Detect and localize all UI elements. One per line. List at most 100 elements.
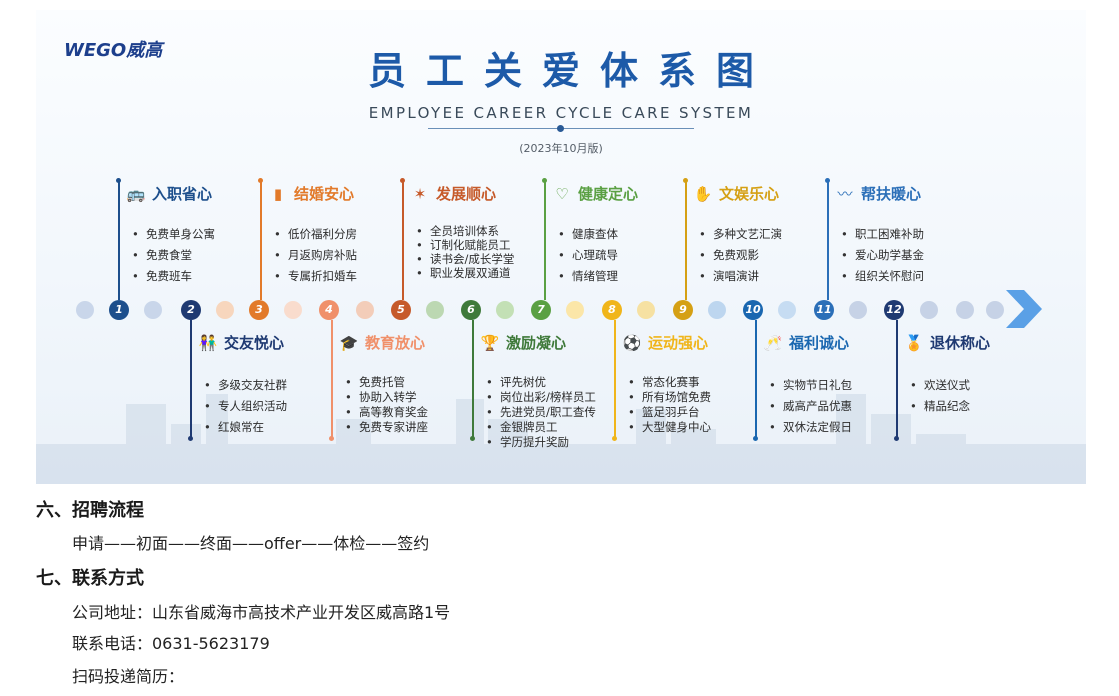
timeline-node-7: 7 — [531, 300, 551, 320]
stage-heading: 🥂 福利诚心 — [763, 332, 849, 353]
benefit-item: 大型健身中心 — [628, 420, 711, 435]
connector-line — [118, 182, 120, 300]
benefit-item: 威高产品优惠 — [769, 396, 852, 417]
benefit-item: 职工困难补助 — [841, 224, 924, 245]
stage-heading: ✋ 文娱乐心 — [693, 183, 779, 204]
benefit-item: 情绪管理 — [558, 266, 618, 287]
stage-label: 结婚安心 — [294, 185, 355, 203]
timeline-node-1: 1 — [109, 300, 129, 320]
connector-line — [331, 320, 333, 438]
benefit-item: 常态化赛事 — [628, 375, 711, 390]
connector-line — [190, 320, 192, 438]
stage-label: 发展顺心 — [436, 185, 497, 203]
bar-chart-icon: ▮ — [273, 184, 283, 203]
timeline-dot — [778, 301, 796, 319]
benefit-item: 岗位出彩/榜样员工 — [486, 390, 596, 405]
section6-heading: 六、招聘流程 — [36, 500, 144, 521]
connector-line — [260, 182, 262, 300]
timeline-dot — [216, 301, 234, 319]
benefit-item: 实物节日礼包 — [769, 375, 852, 396]
wego-logo: WEGO威高 — [64, 40, 163, 61]
timeline-dot — [986, 301, 1004, 319]
benefit-item: 红娘常在 — [204, 417, 287, 438]
stage-label: 健康定心 — [578, 185, 639, 203]
connector-line — [402, 182, 404, 300]
poster-version: (2023年10月版) — [519, 142, 603, 155]
connector-dot — [329, 436, 334, 441]
benefit-item: 爱心助学基金 — [841, 245, 924, 266]
stage-benefits: 免费托管协助入转学高等教育奖金免费专家讲座 — [345, 375, 428, 435]
timeline-dot — [76, 301, 94, 319]
timeline-dot — [920, 301, 938, 319]
connector-line — [544, 182, 546, 300]
timeline-dot — [849, 301, 867, 319]
stage-label: 福利诚心 — [789, 334, 850, 352]
stage-benefits: 免费单身公寓免费食堂免费班车 — [132, 224, 215, 287]
stage-heading: 👫交友悦心 — [198, 332, 284, 353]
connector-dot — [612, 436, 617, 441]
medal-icon: 🏅 — [904, 333, 924, 352]
stage-benefits: 全员培训体系订制化赋能员工读书会/成长学堂职业发展双通道 — [416, 224, 514, 280]
stage-heading: 🏆激励凝心 — [480, 332, 566, 353]
timeline-node-11: 11 — [814, 300, 834, 320]
stage-benefits: 健康查体心理疏导情绪管理 — [558, 224, 618, 287]
benefit-item: 专人组织活动 — [204, 396, 287, 417]
stage-benefits: 常态化赛事所有场馆免费篮足羽乒台大型健身中心 — [628, 375, 711, 435]
connector-line — [614, 320, 616, 438]
timeline-node-9: 9 — [673, 300, 693, 320]
benefit-item: 免费食堂 — [132, 245, 215, 266]
connector-line — [755, 320, 757, 438]
benefit-item: 健康查体 — [558, 224, 618, 245]
connector-dot — [683, 178, 688, 183]
timeline-node-12: 12 — [884, 300, 904, 320]
cheers-icon: 🥂 — [763, 333, 783, 352]
contact-phone: 联系电话：0631-5623179 — [72, 634, 270, 653]
connector-line — [685, 182, 687, 300]
timeline-node-5: 5 — [391, 300, 411, 320]
stage-label: 教育放心 — [365, 334, 426, 352]
stage-heading: ♡健康定心 — [552, 183, 638, 204]
connector-dot — [825, 178, 830, 183]
poster-subtitle: EMPLOYEE CAREER CYCLE CARE SYSTEM — [368, 104, 754, 122]
company-address: 公司地址：山东省威海市高技术产业开发区威高路1号 — [72, 603, 451, 622]
timeline-dot — [708, 301, 726, 319]
sports-balls-icon: ⚽ — [622, 333, 642, 352]
benefit-item: 高等教育奖金 — [345, 405, 428, 420]
benefit-item: 欢送仪式 — [910, 375, 970, 396]
benefit-item: 心理疏导 — [558, 245, 618, 266]
benefit-item: 金银牌员工 — [486, 420, 596, 435]
connector-dot — [542, 178, 547, 183]
stage-label: 退休称心 — [930, 334, 991, 352]
people-icon: 👫 — [198, 333, 218, 352]
stage-label: 运动强心 — [648, 334, 709, 352]
benefit-item: 篮足羽乒台 — [628, 405, 711, 420]
helping-hand-icon: 〰 — [837, 184, 853, 203]
connector-dot — [894, 436, 899, 441]
timeline-dot — [426, 301, 444, 319]
stage-heading: 🚌入职省心 — [126, 183, 212, 204]
stage-heading: ▮ 结婚安心 — [268, 183, 354, 204]
connector-dot — [188, 436, 193, 441]
benefit-item: 多级交友社群 — [204, 375, 287, 396]
benefit-item: 免费专家讲座 — [345, 420, 428, 435]
benefit-item: 订制化赋能员工 — [416, 238, 514, 252]
stage-heading: 〰帮扶暖心 — [835, 183, 921, 204]
title-divider-dot — [557, 125, 564, 132]
benefit-item: 月返购房补贴 — [274, 245, 357, 266]
clap-icon: ✋ — [693, 184, 713, 203]
resume-scan-label: 扫码投递简历： — [72, 667, 185, 686]
section7-heading: 七、联系方式 — [36, 568, 144, 589]
bus-icon: 🚌 — [126, 184, 146, 203]
benefit-item: 免费单身公寓 — [132, 224, 215, 245]
stage-label: 文娱乐心 — [719, 185, 780, 203]
recruitment-process: 申请——初面——终面——offer——体检——签约 — [72, 534, 430, 553]
stage-benefits: 多种文艺汇演免费观影演唱演讲 — [699, 224, 782, 287]
benefit-item: 组织关怀慰问 — [841, 266, 924, 287]
graduation-cap-icon: 🎓 — [339, 333, 359, 352]
timeline-node-10: 10 — [743, 300, 763, 320]
connector-line — [896, 320, 898, 438]
timeline-node-2: 2 — [181, 300, 201, 320]
timeline-dot — [956, 301, 974, 319]
burst-icon: ✶ — [413, 184, 427, 203]
stage-heading: 🏅 退休称心 — [904, 332, 990, 353]
